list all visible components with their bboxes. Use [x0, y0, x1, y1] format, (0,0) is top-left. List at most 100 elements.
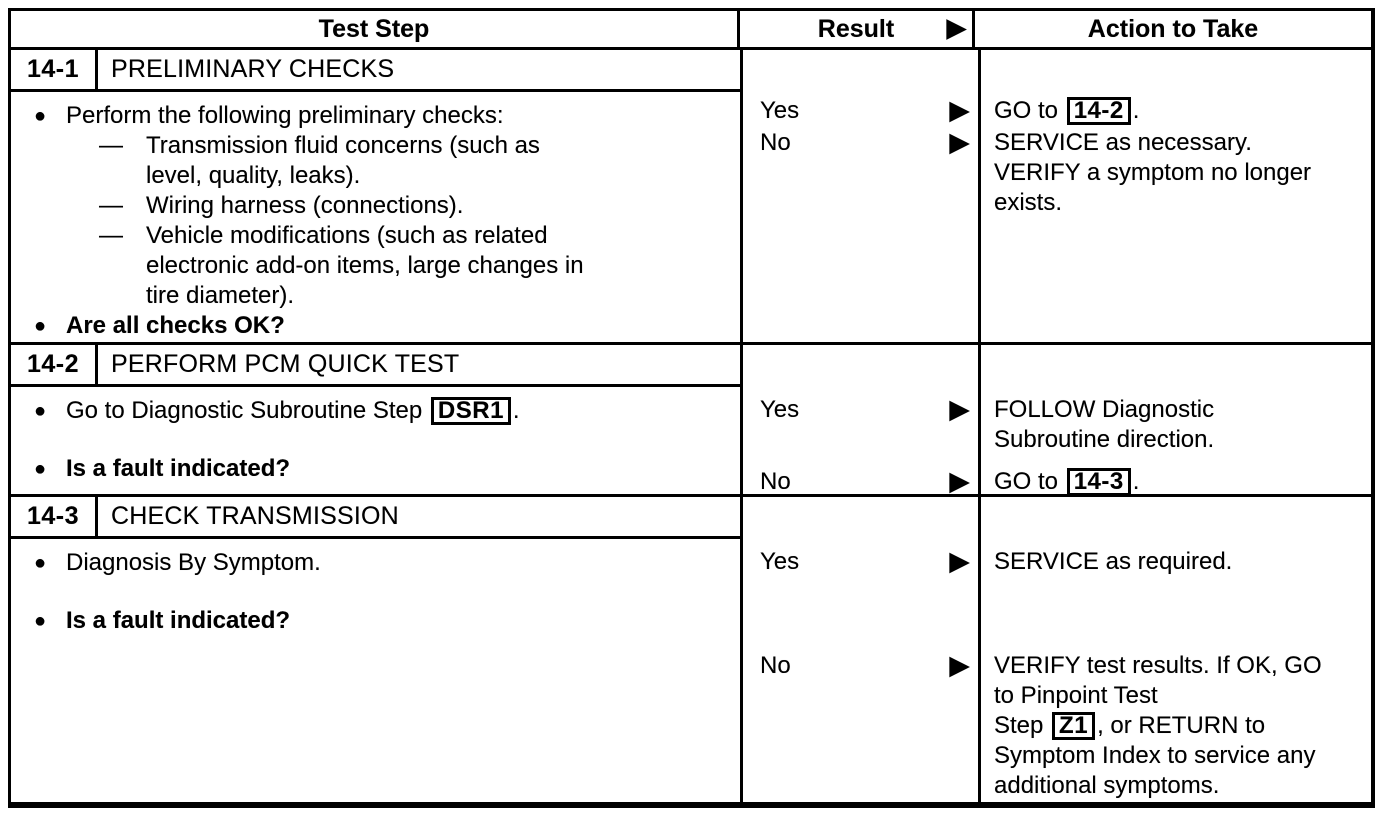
step-item-text: Is a fault indicated?: [66, 454, 290, 484]
text-segment: FOLLOW Diagnostic: [994, 396, 1215, 423]
step-reference-box: DSR1: [430, 397, 511, 425]
text-line: Go to Diagnostic Subroutine Step DSR1.: [66, 396, 520, 426]
text-segment: VERIFY a symptom no longer: [994, 159, 1312, 186]
result-label: No: [760, 129, 791, 156]
step-reference-box: Z1: [1052, 712, 1096, 740]
step-item-text: Wiring harness (connections).: [146, 191, 463, 221]
result-action-cell: Yes ▶ GO to 14-2. No ▶ SERVICE as necessary. V…: [743, 50, 1371, 342]
text-line: level, quality, leaks).: [146, 161, 540, 191]
text-segment: SERVICE as necessary.: [994, 129, 1252, 156]
result-action-cell: Yes▶SERVICE as required.No▶VERIFY test r…: [743, 497, 1371, 802]
text-segment: electronic add-on items, large changes i…: [146, 252, 584, 279]
step-item-text: Are all checks OK?: [66, 311, 285, 341]
text-segment: .: [1132, 468, 1140, 495]
text-line: Subroutine direction.: [994, 425, 1367, 455]
section-title: PERFORM PCM QUICK TEST: [111, 350, 460, 378]
text-line: SERVICE as necessary.: [994, 128, 1367, 158]
step-instructions: ● Diagnosis By Symptom. ● Is a fault indica…: [11, 539, 740, 636]
result-arrow-icon: ▶: [949, 127, 970, 158]
step-number: 14-3: [11, 497, 98, 536]
bullet-icon: ●: [34, 315, 47, 337]
column-header-action-to-take: Action to Take: [975, 11, 1371, 47]
text-line: exists.: [994, 188, 1367, 218]
text-segment: .: [512, 397, 520, 424]
bullet-icon: ●: [34, 458, 47, 480]
text-line: to Pinpoint Test: [994, 681, 1367, 711]
text-line: SERVICE as required.: [994, 547, 1367, 577]
text-segment: Perform the following preliminary checks…: [66, 102, 504, 129]
result-label: Yes: [760, 97, 800, 124]
action-text: GO to 14-3.: [981, 467, 1371, 497]
outcome-row: Yes▶SERVICE as required.: [743, 547, 1371, 577]
section-title: PRELIMINARY CHECKS: [111, 55, 395, 83]
dash-icon: —: [99, 192, 123, 219]
text-segment: Are all checks OK?: [66, 312, 285, 339]
outcome-row: No ▶ SERVICE as necessary. VERIFY a symptom…: [743, 128, 1371, 218]
action-text: SERVICE as required.: [981, 547, 1371, 577]
column-divider: [978, 50, 981, 342]
step-item: ● Is a fault indicated?: [11, 606, 740, 636]
bullet-icon: ●: [34, 610, 47, 632]
text-line: Transmission fluid concerns (such as: [146, 131, 540, 161]
table-header-row: Test Step Result ▶ Action to Take: [11, 11, 1371, 50]
column-header-result: Result ▶: [740, 11, 975, 47]
text-segment: .: [1132, 97, 1140, 124]
step-item-text: Perform the following preliminary checks…: [66, 101, 504, 131]
action-header-label: Action to Take: [1087, 14, 1259, 43]
text-segment: , or RETURN to: [1097, 712, 1266, 739]
step-item: — Wiring harness (connections).: [11, 191, 740, 221]
text-line: Diagnosis By Symptom.: [66, 548, 321, 578]
text-segment: Symptom Index to service any: [994, 742, 1316, 769]
result-label: Yes: [760, 548, 800, 575]
result-arrow-icon: ▶: [949, 394, 970, 425]
text-segment: GO to: [994, 97, 1065, 124]
action-text: SERVICE as necessary. VERIFY a symptom no…: [981, 128, 1371, 218]
text-line: GO to 14-2.: [994, 96, 1367, 126]
text-line: electronic add-on items, large changes i…: [146, 251, 584, 281]
step-item-text: Vehicle modifications (such as related el…: [146, 221, 584, 311]
text-line: FOLLOW Diagnostic: [994, 395, 1367, 425]
text-line: Wiring harness (connections).: [146, 191, 463, 221]
result-arrow-icon: ▶: [949, 650, 970, 681]
dash-icon: —: [99, 132, 123, 159]
result-label-cell: Yes ▶: [743, 96, 978, 126]
column-divider: [978, 497, 981, 802]
step-item: — Vehicle modifications (such as related e…: [11, 221, 740, 311]
text-segment: Vehicle modifications (such as related: [146, 222, 548, 249]
result-label-cell: No▶: [743, 651, 978, 681]
bullet-icon: ●: [34, 400, 47, 422]
step-item-text: Is a fault indicated?: [66, 606, 290, 636]
step-item-text: Diagnosis By Symptom.: [66, 548, 321, 578]
text-line: Vehicle modifications (such as related: [146, 221, 584, 251]
text-line: Is a fault indicated?: [66, 606, 290, 636]
text-line: Step Z1, or RETURN to: [994, 711, 1367, 741]
text-line: VERIFY a symptom no longer: [994, 158, 1367, 188]
text-segment: Transmission fluid concerns (such as: [146, 132, 540, 159]
result-label-cell: No ▶: [743, 128, 978, 158]
action-text: GO to 14-2.: [981, 96, 1371, 126]
text-line: Is a fault indicated?: [66, 454, 290, 484]
text-segment: Is a fault indicated?: [66, 607, 291, 634]
test-step-header-label: Test Step: [318, 14, 430, 43]
result-label-cell: Yes▶: [743, 395, 978, 425]
step-reference-box: 14-3: [1066, 468, 1131, 496]
column-divider: [978, 345, 981, 494]
text-segment: Diagnosis By Symptom.: [66, 549, 321, 576]
result-label: No: [760, 468, 791, 495]
step-item: ●Perform the following preliminary check…: [11, 101, 740, 131]
result-arrow-icon: ▶: [949, 95, 970, 126]
text-segment: Go to Diagnostic Subroutine Step: [66, 397, 429, 424]
dash-icon: —: [99, 222, 123, 249]
